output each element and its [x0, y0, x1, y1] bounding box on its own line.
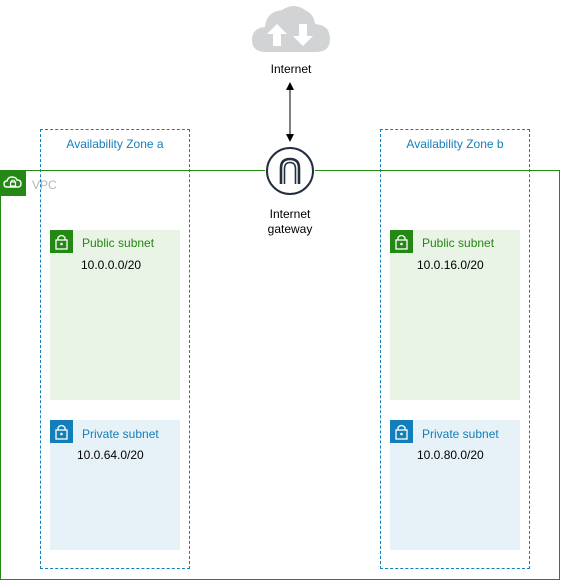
- public-subnet-b-badge: [390, 230, 413, 253]
- availability-zone-b-label: Availability Zone b: [406, 137, 504, 151]
- cloud-lock-icon: [3, 176, 22, 188]
- availability-zone-b: [380, 129, 530, 569]
- gateway-label-line2: gateway: [267, 222, 313, 236]
- public-subnet-a-cidr: 10.0.0.0/20: [81, 258, 142, 272]
- private-subnet-b-label: Private subnet: [422, 427, 499, 441]
- private-subnet-a-badge: [50, 420, 73, 443]
- public-subnet-b-cidr: 10.0.16.0/20: [417, 258, 484, 272]
- lock-icon: [395, 424, 408, 440]
- internet-label: Internet: [270, 62, 312, 76]
- private-subnet-a-cidr: 10.0.64.0/20: [77, 448, 144, 462]
- private-subnet-b-badge: [390, 420, 413, 443]
- public-subnet-a-label: Public subnet: [82, 236, 155, 250]
- gateway-node: [265, 146, 315, 196]
- public-subnet-b-label: Public subnet: [422, 236, 495, 250]
- vpc-badge: [0, 170, 26, 196]
- private-subnet-a-label: Private subnet: [82, 427, 159, 441]
- cloud-upload-download-icon: [252, 6, 330, 52]
- private-subnet-b-cidr: 10.0.80.0/20: [417, 448, 484, 462]
- availability-zone-a-label: Availability Zone a: [66, 137, 164, 151]
- vpc-label: VPC: [32, 178, 57, 192]
- lock-icon: [395, 234, 408, 250]
- internet-gateway-icon: [266, 147, 314, 195]
- lock-icon: [55, 234, 68, 250]
- gateway-label-line1: Internet: [269, 207, 311, 221]
- internet-node: [250, 2, 332, 58]
- availability-zone-a: [40, 129, 190, 569]
- public-subnet-a-badge: [50, 230, 73, 253]
- public-subnet-b: [390, 230, 520, 400]
- public-subnet-a: [50, 230, 180, 400]
- lock-icon: [55, 424, 68, 440]
